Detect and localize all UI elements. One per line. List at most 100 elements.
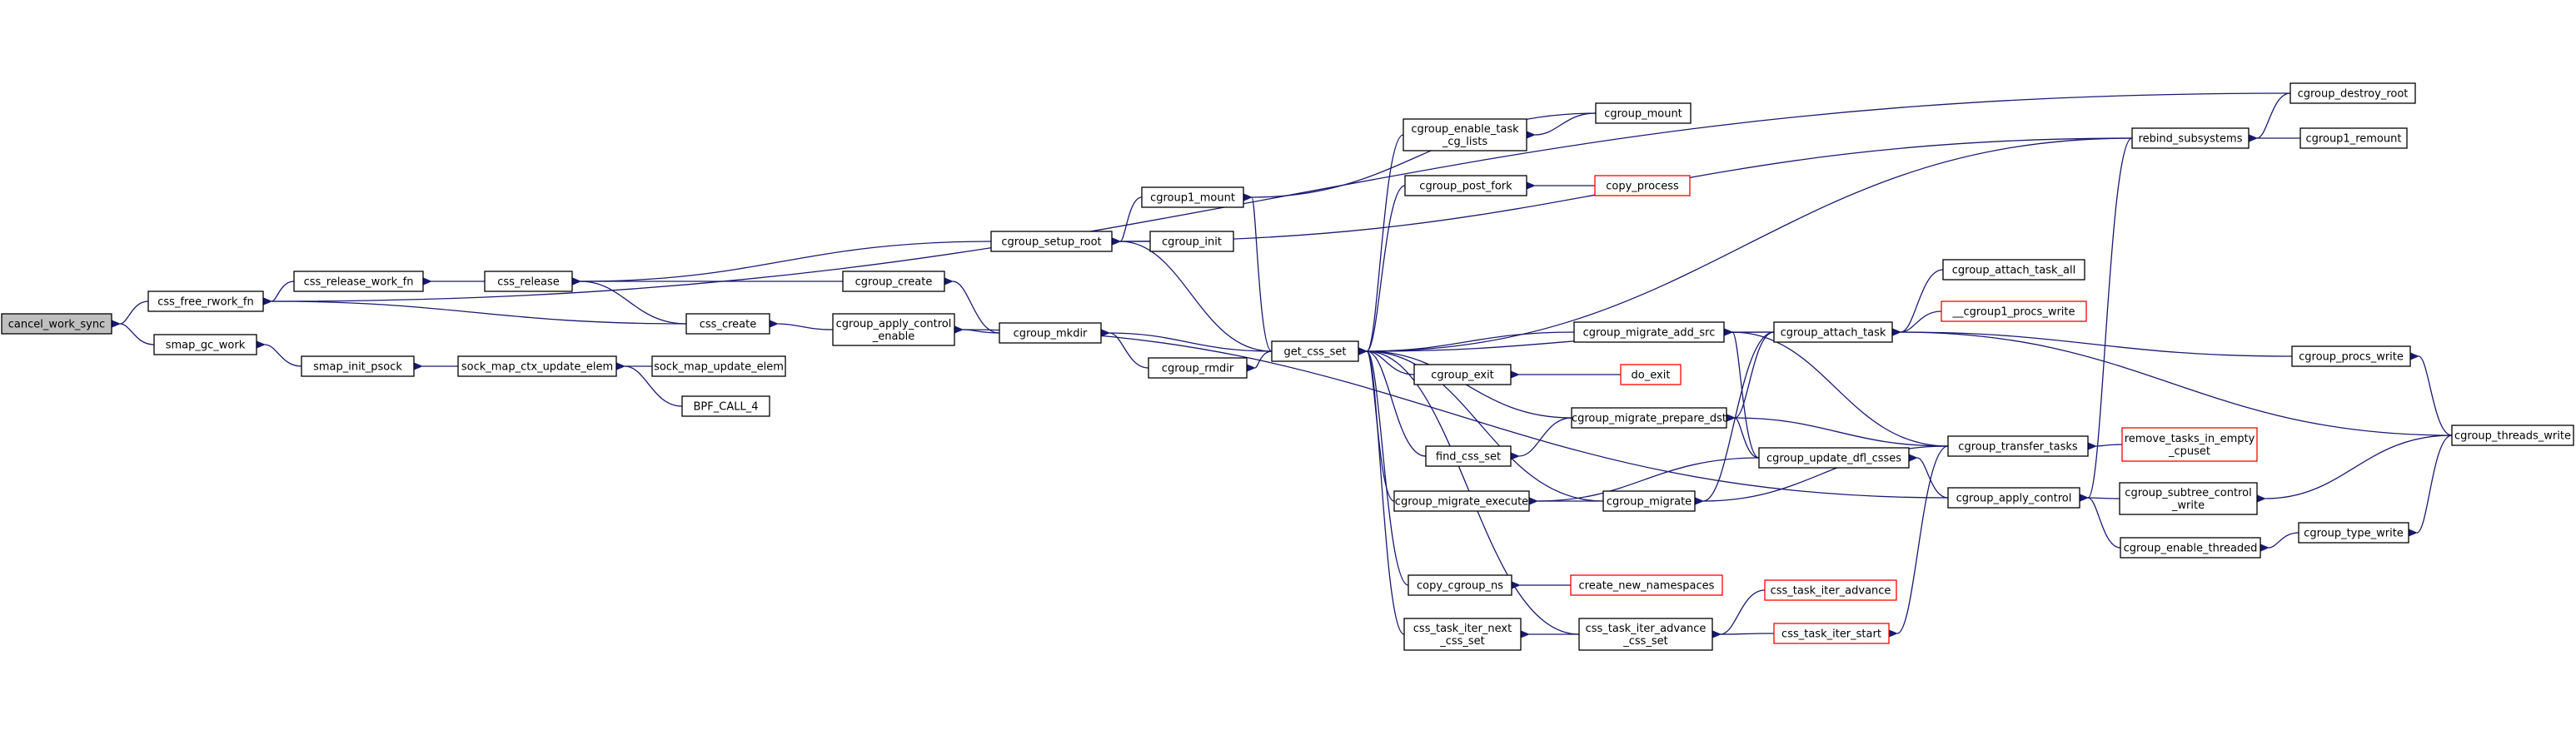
node-copy_process[interactable]: copy_process [1594,175,1691,196]
node-css_task_iter_next_css_set[interactable]: css_task_iter_next_css_set [1403,618,1522,651]
node-cgroup_procs_write[interactable]: cgroup_procs_write [2291,345,2411,367]
node-cgroup_attach_task[interactable]: cgroup_attach_task [1773,321,1893,343]
node-get_css_set[interactable]: get_css_set [1271,340,1359,362]
node-cgroup_enable_threaded[interactable]: cgroup_enable_threaded [2120,537,2261,559]
node-bpf_call_4[interactable]: BPF_CALL_4 [681,395,770,417]
node-remove_tasks_in_empty_cpuset[interactable]: remove_tasks_in_empty_cpuset [2121,427,2258,462]
node-cgroup_mount[interactable]: cgroup_mount [1595,102,1692,124]
node-cgroup_migrate_execute[interactable]: cgroup_migrate_execute [1393,490,1530,512]
node-box [1947,435,2089,457]
node-box [147,291,264,312]
node-label: cgroup_transfer_tasks [1958,441,2078,454]
edge-cgroup_migrate-to-cgroup_attach_task [1693,331,1775,506]
node-cgroup_exit[interactable]: cgroup_exit [1413,364,1512,385]
node-cgroup_migrate_prepare_dst[interactable]: cgroup_migrate_prepare_dst [1571,407,1727,429]
edge-cgroup_migrate_add_src-to-cgroup_update_dfl_csses [1722,327,1760,459]
node-cgroup1_mount[interactable]: cgroup1_mount [1141,186,1244,208]
node-label: rebind_subsystems [2139,133,2243,146]
edge-cancel_work_sync-to-css_free_rwork_fn [110,300,149,329]
node-label: cgroup_enable_threaded [2124,543,2258,555]
node-box [1403,118,1527,151]
edge-cgroup_migrate_prepare_dst-to-cgroup_transfer_tasks [1725,413,1949,447]
edge-smap_gc_work-to-smap_init_psock [255,340,302,367]
node-label: cgroup_create [855,276,933,289]
node-box [1764,579,1897,601]
edge-css_free_rwork_fn-to-css_release_work_fn [262,281,295,306]
node-label: cgroup_threads_write [2454,430,2571,443]
node-cgroup_migrate_add_src[interactable]: cgroup_migrate_add_src [1573,321,1725,343]
edge-rebind_subsystems-to-cgroup_destroy_root [2247,92,2291,143]
node-cgroup_transfer_tasks[interactable]: cgroup_transfer_tasks [1947,435,2089,457]
node-label: cgroup_rmdir [1162,363,1234,375]
edge-css_task_iter_advance_css_set-to-css_task_iter_advance [1711,589,1766,639]
node-sock_map_update_elem[interactable]: sock_map_update_elem [651,355,786,377]
node-css_task_iter_advance[interactable]: css_task_iter_advance [1764,579,1897,601]
node-cgroup_mkdir[interactable]: cgroup_mkdir [999,322,1102,344]
edge-get_css_set-to-find_css_set [1357,346,1427,457]
node-label: remove_tasks_in_empty_cpuset [2125,433,2255,458]
node-smap_init_psock[interactable]: smap_init_psock [301,355,415,377]
node-box [832,313,955,346]
node-cgroup_apply_control[interactable]: cgroup_apply_control [1947,487,2080,509]
node-cgroup_post_fork[interactable]: cgroup_post_fork [1404,175,1527,196]
node-cgroup1_procs_write[interactable]: __cgroup1_procs_write [1941,300,2087,322]
node-smap_gc_work[interactable]: smap_gc_work [153,334,257,355]
edge-cgroup_migrate_prepare_dst-to-cgroup_update_dfl_csses [1725,413,1760,459]
node-cgroup_attach_task_all[interactable]: cgroup_attach_task_all [1942,259,2085,281]
node-find_css_set[interactable]: find_css_set [1425,445,1512,467]
node-cgroup_threads_write[interactable]: cgroup_threads_write [2451,425,2574,446]
node-cancel_work_sync[interactable]: cancel_work_sync [1,313,112,335]
edge-cgroup_mkdir-to-cgroup_rmdir [1099,328,1149,369]
node-css_release[interactable]: css_release [484,271,573,292]
node-box [1141,186,1244,208]
node-css_free_rwork_fn[interactable]: css_free_rwork_fn [147,291,264,312]
node-label: cgroup_setup_root [1001,236,1101,249]
node-label: smap_gc_work [166,340,246,352]
node-box [1602,490,1696,512]
node-cgroup_type_write[interactable]: cgroup_type_write [2298,522,2409,544]
node-cgroup_rmdir[interactable]: cgroup_rmdir [1148,357,1248,379]
node-box [842,271,945,292]
node-cgroup_apply_control_enable[interactable]: cgroup_apply_control_enable [832,313,955,346]
edge-cgroup_setup_root-to-cgroup1_mount [1110,196,1143,246]
node-label: cgroup_apply_control_enable [836,318,952,343]
node-css_create[interactable]: css_create [685,313,770,335]
edge-css_free_rwork_fn-to-cgroup_destroy_root [262,92,2291,306]
node-create_new_namespaces[interactable]: create_new_namespaces [1570,574,1723,596]
edge-get_css_set-to-copy_cgroup_ns [1357,346,1409,586]
node-label: __cgroup1_procs_write [1951,306,2075,319]
node-label: create_new_namespaces [1579,580,1715,593]
node-do_exit[interactable]: do_exit [1620,364,1682,385]
node-cgroup_migrate[interactable]: cgroup_migrate [1602,490,1696,512]
edge-get_css_set-to-rebind_subsystems [1357,137,2133,356]
node-label: cgroup_attach_task [1781,327,1886,340]
node-cgroup_enable_task_cg_lists[interactable]: cgroup_enable_task_cg_lists [1403,118,1527,151]
edge-css_release-to-css_create [571,276,687,325]
node-label: get_css_set [1284,346,1347,359]
node-box [2131,127,2250,149]
node-cgroup_create[interactable]: cgroup_create [842,271,945,292]
node-label: cgroup_type_write [2304,528,2404,540]
node-css_release_work_fn[interactable]: css_release_work_fn [293,271,424,292]
node-cgroup_destroy_root[interactable]: cgroup_destroy_root [2290,82,2416,104]
node-copy_cgroup_ns[interactable]: copy_cgroup_ns [1408,574,1512,596]
edge-cgroup_update_dfl_csses-to-cgroup_apply_control [1907,453,1949,499]
node-label: copy_process [1606,181,1679,193]
node-css_task_iter_advance_css_set[interactable]: css_task_iter_advance_css_set [1578,618,1713,651]
node-box [1595,102,1692,124]
node-css_task_iter_start[interactable]: css_task_iter_start [1773,623,1890,644]
node-label: cgroup_init [1162,236,1222,249]
node-box [1947,487,2080,509]
node-label: cgroup_migrate_prepare_dst [1572,413,1726,425]
node-label: cgroup_enable_task_cg_lists [1411,123,1519,148]
node-cgroup_init[interactable]: cgroup_init [1149,231,1234,252]
node-cgroup_update_dfl_csses[interactable]: cgroup_update_dfl_csses [1758,447,1910,469]
node-label: css_task_iter_advance [1771,585,1891,598]
node-sock_map_ctx_update_elem[interactable]: sock_map_ctx_update_elem [457,355,617,377]
node-label: cancel_work_sync [8,319,105,331]
node-cgroup_setup_root[interactable]: cgroup_setup_root [990,231,1113,252]
node-rebind_subsystems[interactable]: rebind_subsystems [2131,127,2250,149]
node-cgroup_subtree_control_write[interactable]: cgroup_subtree_control_write [2119,482,2258,515]
node-cgroup1_remount[interactable]: cgroup1_remount [2299,127,2408,149]
